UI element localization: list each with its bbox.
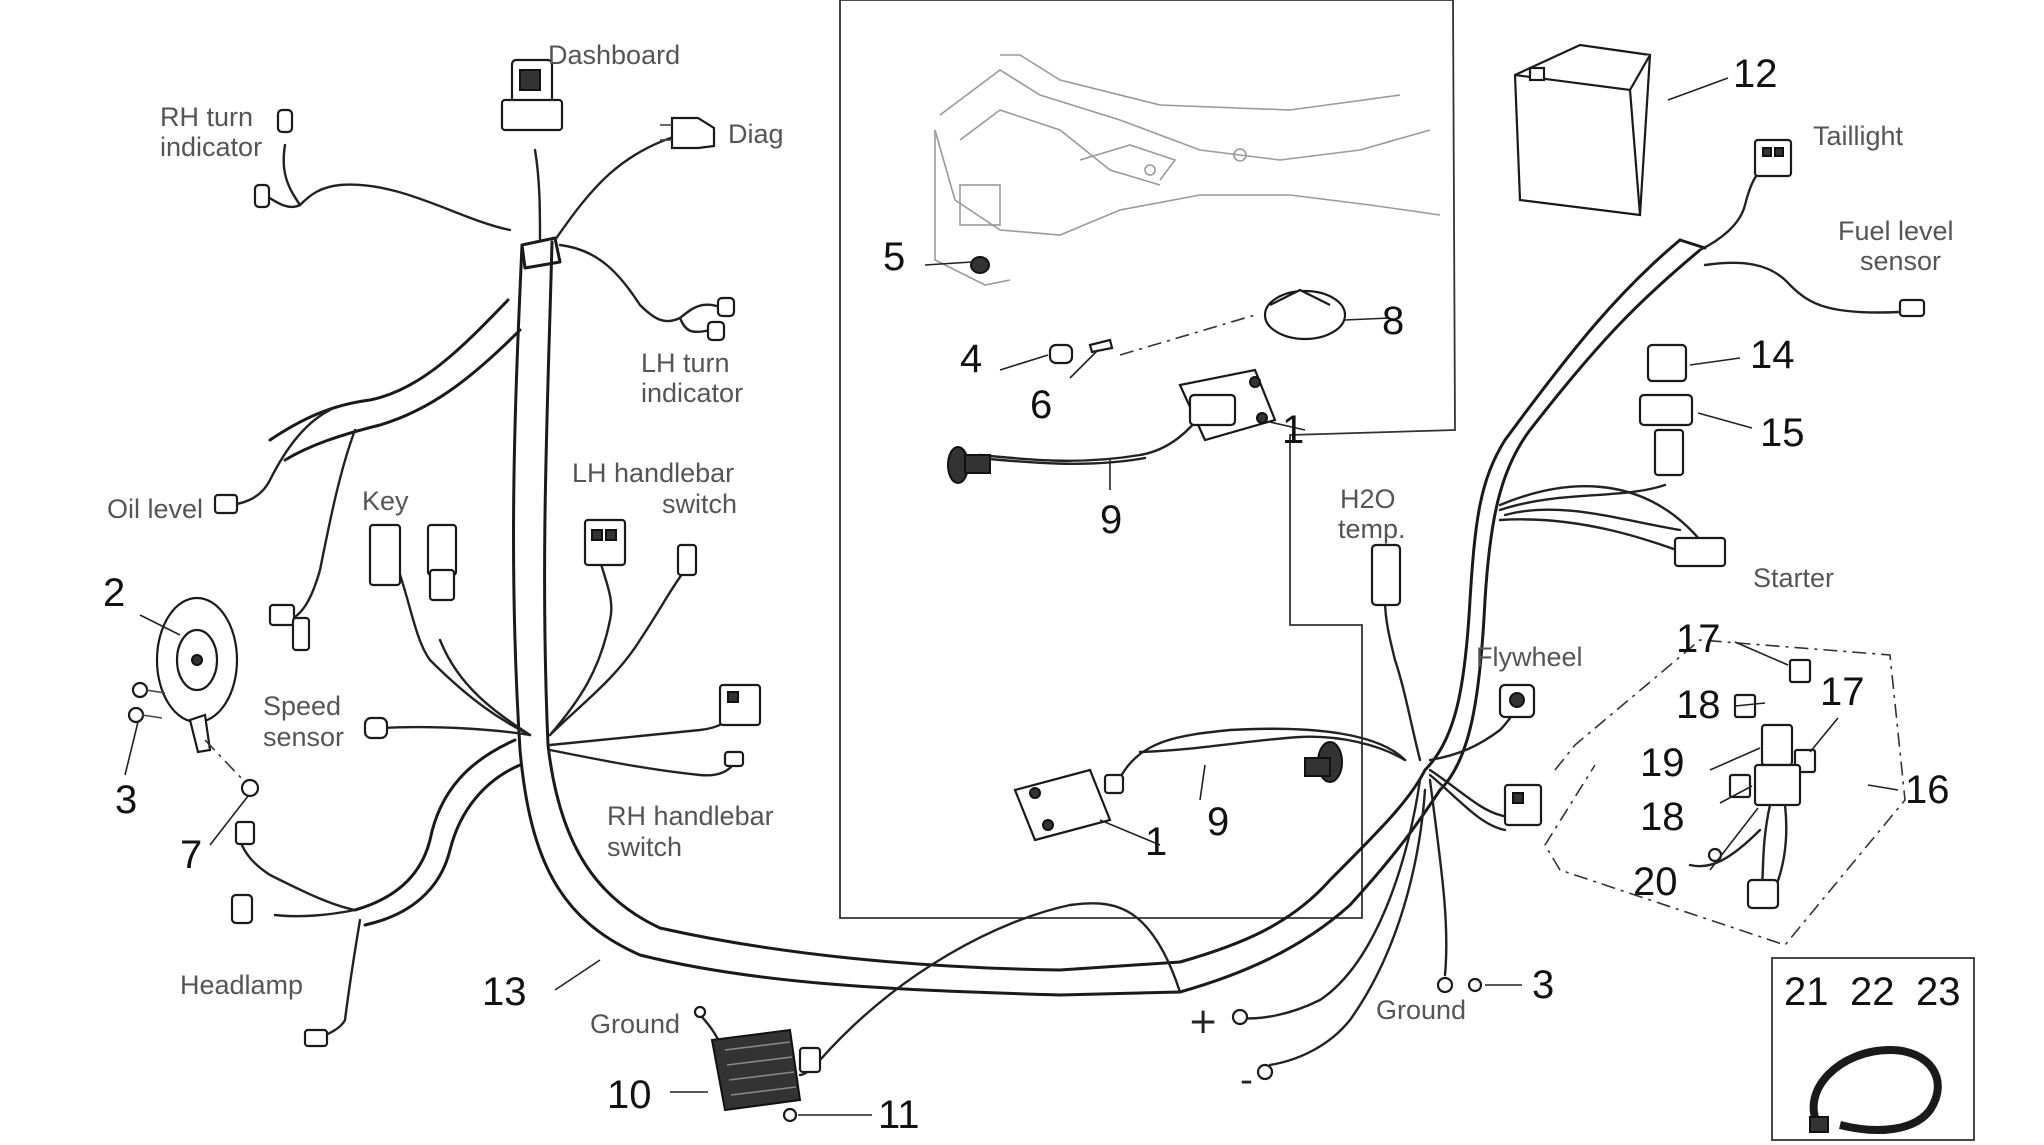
fuel-level-connector (1898, 298, 1926, 318)
ignition-coil-1-lower (1013, 768, 1125, 842)
relay-14 (1646, 343, 1688, 383)
screw-3-left (127, 681, 166, 724)
label-dashboard: Dashboard (548, 40, 680, 70)
screw-11 (782, 1107, 798, 1123)
label-lh-turn-line1: LH turn (641, 348, 730, 378)
inset-frame-box (839, 0, 1456, 919)
label-lh-turn-line2: indicator (641, 378, 743, 408)
wire-bundle (223, 130, 1902, 1077)
lh-turn-indicator-connectors (706, 296, 736, 342)
rear-connector (1503, 783, 1543, 827)
part-number-13: 13 (482, 970, 527, 1014)
nut-5 (970, 256, 990, 274)
part-number-9-lower: 9 (1207, 800, 1229, 844)
clamp-kit-box (1771, 957, 1975, 1141)
part-number-11: 11 (878, 1093, 920, 1137)
taillight-connector (1753, 138, 1793, 178)
part-number-12: 12 (1733, 52, 1778, 96)
speed-sensor-connector (363, 716, 389, 740)
label-plus: + (1188, 1001, 1218, 1042)
lh-handlebar-connectors (583, 518, 698, 577)
screw-6 (1088, 338, 1114, 354)
label-oil-level: Oil level (107, 494, 203, 524)
oil-level-connector (213, 493, 239, 515)
leader-lines (124, 77, 1899, 1116)
relay-socket-15 (1638, 393, 1694, 477)
label-speed-line1: Speed (263, 691, 341, 721)
part-number-21: 21 (1784, 970, 1829, 1014)
part-number-17-right: 17 (1820, 670, 1865, 714)
part-number-17-left: 17 (1676, 617, 1721, 661)
label-diag: Diag (728, 119, 784, 149)
part-number-7: 7 (180, 833, 202, 877)
spark-plug-cap-9-upper (947, 446, 991, 484)
ground-ring-terminal (1436, 976, 1483, 994)
label-lh-handlebar-line2: switch (662, 489, 737, 519)
part-number-19: 19 (1640, 741, 1685, 785)
part-number-18-upper: 18 (1676, 683, 1721, 727)
part-number-3-left: 3 (115, 778, 137, 822)
spark-plug-cap-9-lower (1304, 741, 1343, 783)
label-h2o-line2: temp. (1338, 514, 1406, 544)
label-minus: - (1240, 1060, 1253, 1101)
label-key: Key (362, 486, 409, 516)
component-labels: Dashboard Diag RH turn indicator LH turn… (107, 40, 1954, 1101)
part-number-16: 16 (1905, 768, 1950, 812)
key-connectors (268, 523, 458, 652)
spacer-4 (1048, 343, 1074, 365)
part-numbers: 1 1 2 3 3 4 5 6 7 8 9 9 10 11 12 13 14 1… (103, 52, 1961, 1137)
part-number-3-right: 3 (1532, 963, 1554, 1007)
label-rh-handlebar-line1: RH handlebar (607, 801, 774, 831)
main-harness-13 (268, 236, 1707, 997)
fuse-box-16 (1544, 639, 1906, 946)
part-number-9-upper: 9 (1100, 498, 1122, 542)
part-number-4: 4 (960, 337, 982, 381)
label-ground-left: Ground (590, 1009, 680, 1039)
part-number-1-lower: 1 (1145, 820, 1167, 864)
label-lh-handlebar-line1: LH handlebar (572, 458, 734, 488)
label-headlamp: Headlamp (180, 970, 303, 1000)
battery-12 (1513, 43, 1652, 217)
starter-connector (1673, 536, 1727, 568)
label-rh-turn-line1: RH turn (160, 102, 253, 132)
label-rh-handlebar-line2: switch (607, 832, 682, 862)
label-speed-line2: sensor (263, 722, 344, 752)
label-starter: Starter (1753, 563, 1834, 593)
rh-handlebar-connector (718, 683, 762, 768)
part-number-1-upper: 1 (1282, 408, 1304, 452)
h2o-temp-connector (1370, 543, 1402, 607)
label-taillight: Taillight (1813, 121, 1904, 151)
label-ground-right: Ground (1376, 995, 1466, 1025)
part-number-10: 10 (607, 1073, 652, 1117)
headlamp-connectors (230, 820, 329, 1048)
nut-7 (204, 739, 260, 798)
part-number-6: 6 (1030, 383, 1052, 427)
label-fuel-line2: sensor (1860, 246, 1941, 276)
part-number-22: 22 (1850, 970, 1895, 1014)
dashboard-connector (500, 58, 564, 132)
scooter-frame-sketch (934, 54, 1441, 286)
ignition-coil-1-upper (1178, 368, 1277, 442)
pickup-8 (1119, 288, 1347, 356)
part-number-2: 2 (103, 571, 125, 615)
part-number-18-lower: 18 (1640, 795, 1685, 839)
part-number-20: 20 (1633, 860, 1678, 904)
part-number-14: 14 (1750, 333, 1795, 377)
rh-turn-indicator-connectors (253, 108, 294, 209)
minus-ring-terminal (1256, 1063, 1274, 1081)
horn-2 (155, 596, 239, 754)
label-h2o-line1: H2O (1340, 484, 1396, 514)
diag-connector (660, 116, 716, 150)
plus-ring-terminal (1231, 1008, 1249, 1026)
part-number-23: 23 (1916, 970, 1961, 1014)
flywheel-connector (1498, 683, 1536, 719)
part-number-8: 8 (1382, 299, 1404, 343)
label-rh-turn-line2: indicator (160, 132, 262, 162)
part-number-5: 5 (883, 235, 905, 279)
voltage-regulator-10 (693, 1005, 822, 1112)
part-number-15: 15 (1760, 411, 1805, 455)
label-flywheel: Flywheel (1476, 642, 1583, 672)
label-fuel-line1: Fuel level (1838, 216, 1954, 246)
